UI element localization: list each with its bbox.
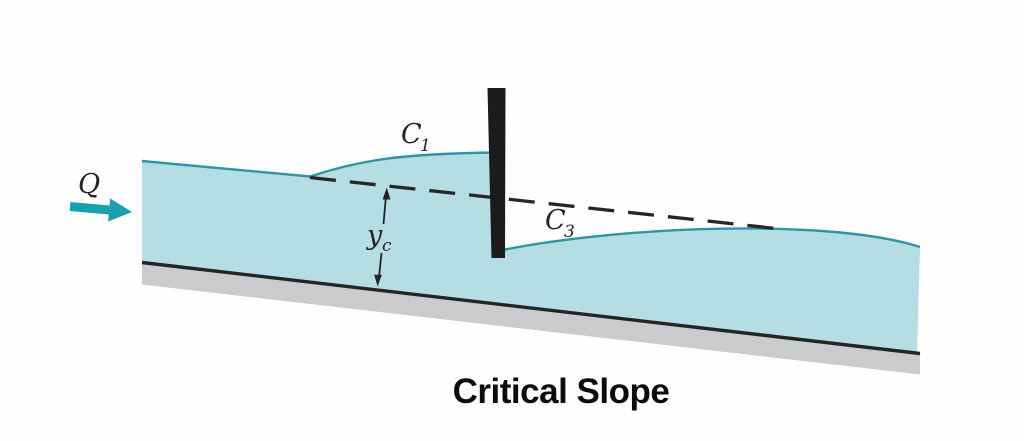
arrowhead-up-icon	[382, 187, 391, 200]
svg-text:1: 1	[420, 136, 431, 156]
critical-depth-label: y c	[366, 220, 392, 256]
svg-text:C: C	[401, 119, 422, 150]
c3-profile-label: C 3	[545, 205, 575, 242]
arrowhead-down-icon	[374, 274, 382, 287]
figure-title: Critical Slope	[453, 372, 670, 411]
flow-arrow-icon	[69, 198, 132, 222]
svg-text:y: y	[366, 220, 383, 251]
svg-text:C: C	[545, 205, 566, 236]
channel-bed-slab	[142, 263, 920, 375]
flow-label: Q	[78, 169, 100, 200]
channel-bed-line	[141, 260, 921, 356]
upstream-surface-line	[141, 151, 493, 178]
sluice-gate	[487, 88, 506, 258]
c1-profile-label: C 1	[401, 119, 431, 156]
critical-depth-dimension-arrow	[374, 187, 391, 287]
downstream-surface-line	[499, 227, 921, 252]
water-body	[142, 152, 920, 354]
svg-text:c: c	[382, 236, 392, 256]
svg-text:3: 3	[564, 222, 575, 242]
